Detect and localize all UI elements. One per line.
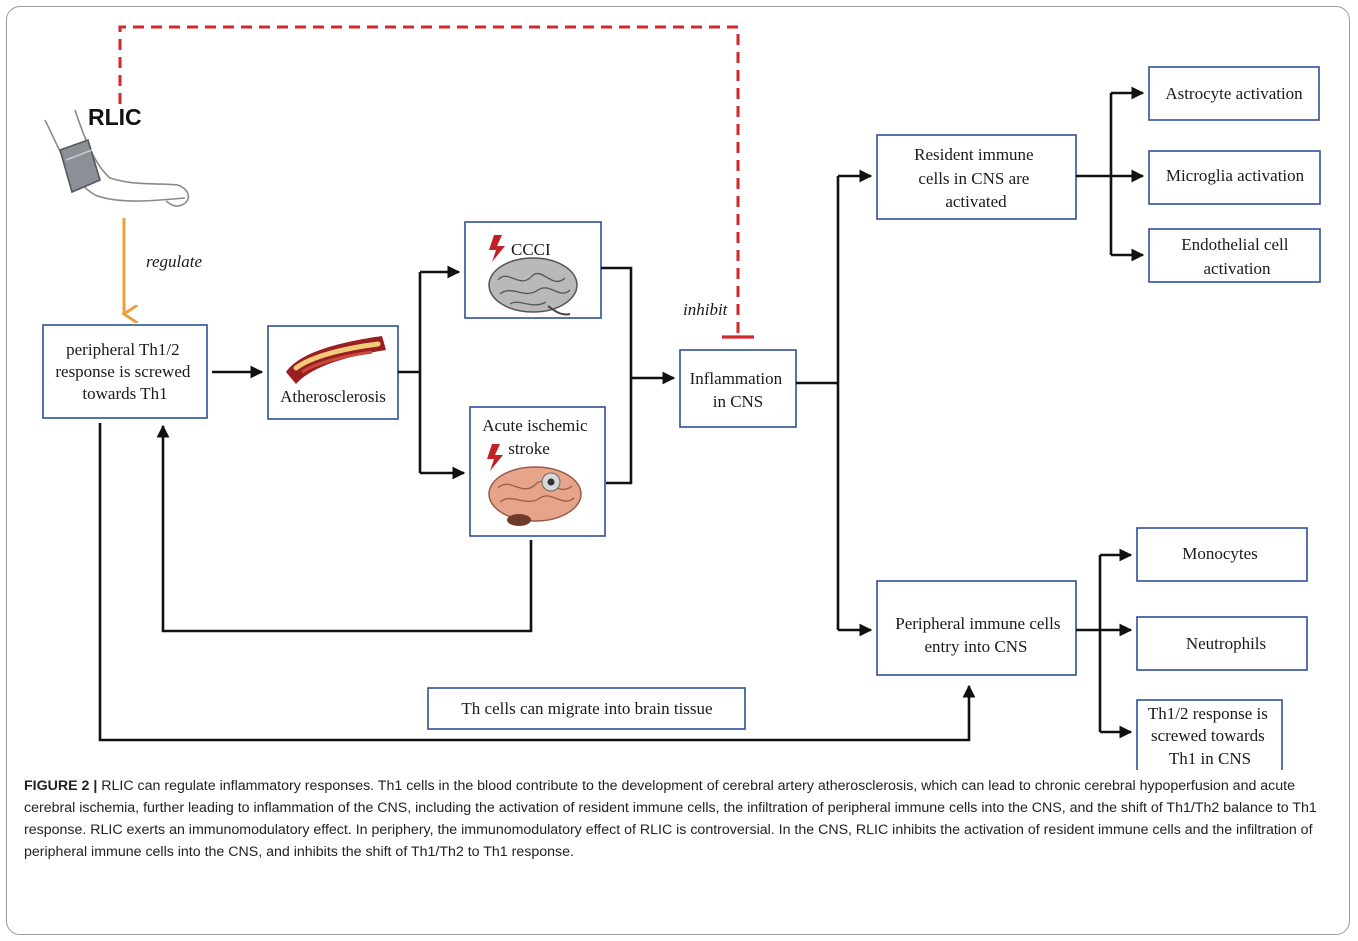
caption-text: RLIC can regulate inflammatory responses… — [24, 778, 1317, 860]
node-neutrophils — [1136, 616, 1308, 671]
node-inflammation — [679, 349, 797, 428]
node-th-cns — [1136, 699, 1283, 770]
brain-pink-icon — [488, 466, 582, 526]
label-th-cns: Th1/2 response is screwed towards Th1 in… — [1148, 704, 1272, 768]
inhibit-dashed-line — [118, 25, 740, 337]
node-migrate — [427, 687, 746, 730]
figure-frame — [6, 6, 1350, 935]
flow-diagram: inhibit regulate peripheral Th1/2 respon… — [42, 25, 1321, 770]
label-microglia: Microglia activation — [1166, 166, 1305, 185]
rlic-label: RLIC — [88, 104, 142, 130]
migration-th-to-entry — [98, 423, 976, 742]
label-endothelial: Endothelial cell activation — [1181, 235, 1292, 278]
node-resident — [876, 134, 1077, 220]
label-peripheral-entry: Peripheral immune cells entry into CNS — [895, 614, 1064, 656]
label-resident: Resident immune cells in CNS are activat… — [914, 145, 1038, 211]
label-peripheral-th: peripheral Th1/2 response is screwed tow… — [55, 340, 194, 403]
node-peripheral-th — [42, 324, 208, 419]
label-stroke: Acute ischemic stroke — [482, 416, 592, 458]
node-peripheral-entry — [876, 580, 1077, 676]
label-astrocyte: Astrocyte activation — [1165, 84, 1303, 103]
figure-caption: FIGURE 2 | RLIC can regulate inflammator… — [24, 775, 1334, 863]
lightning-icon — [487, 444, 503, 471]
label-neutrophils: Neutrophils — [1186, 634, 1266, 653]
brain-grey-icon — [488, 257, 578, 316]
label-inflammation: Inflammation in CNS — [690, 369, 787, 411]
node-astrocyte — [1148, 66, 1320, 121]
label-ccci: CCCI — [511, 240, 551, 259]
figure-number: FIGURE 2 | — [24, 778, 98, 794]
lightning-icon — [489, 235, 505, 262]
feedback-stroke-to-th — [156, 424, 533, 633]
label-atherosclerosis: Atherosclerosis — [280, 387, 386, 406]
regulate-label: regulate — [146, 252, 202, 271]
artery-plaque-icon — [286, 336, 386, 384]
label-migrate: Th cells can migrate into brain tissue — [461, 699, 712, 718]
node-monocytes — [1136, 527, 1308, 582]
node-microglia — [1148, 150, 1321, 205]
inhibit-label: inhibit — [683, 300, 729, 319]
arm-with-cuff-icon — [44, 109, 190, 207]
line-ccci-to-merge — [601, 266, 633, 485]
label-monocytes: Monocytes — [1182, 544, 1258, 563]
node-endothelial — [1148, 228, 1321, 283]
